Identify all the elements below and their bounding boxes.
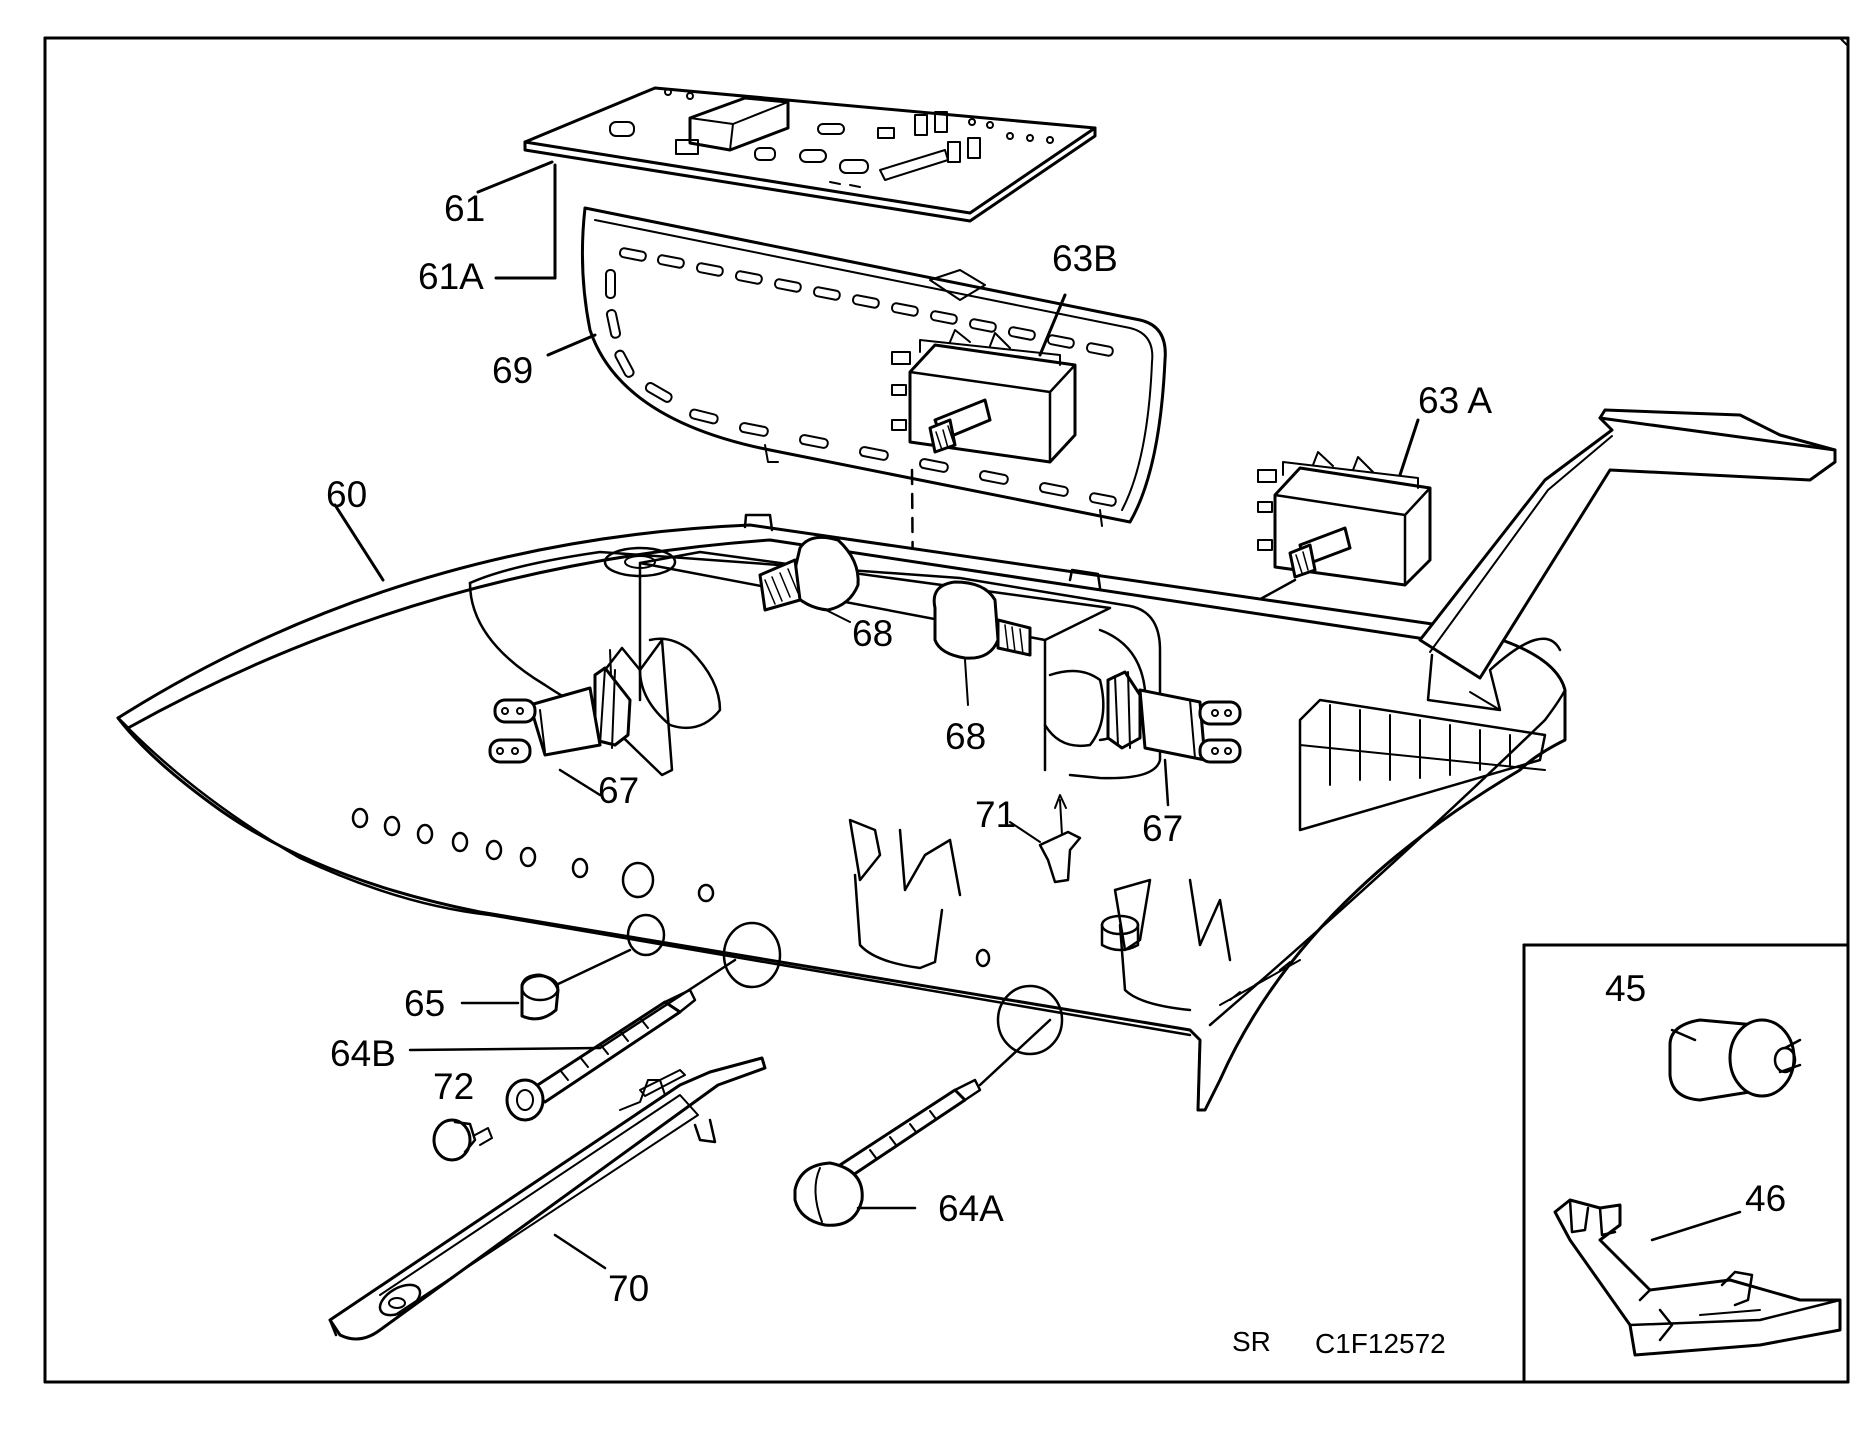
bolt-45 [1668, 1018, 1802, 1102]
callout-70: 70 [608, 1268, 650, 1309]
callout-72: 72 [433, 1066, 475, 1107]
callout-63B: 63B [1052, 238, 1118, 279]
knob-rod-64A [793, 1018, 1052, 1227]
callout-68-lower: 68 [945, 716, 987, 757]
callout-65: 65 [404, 983, 446, 1024]
rod-64B [408, 958, 737, 1122]
code-prefix: SR [1232, 1326, 1271, 1357]
callout-61: 61 [444, 188, 486, 229]
switch-63B [891, 329, 1077, 464]
leader-63B [1038, 293, 1067, 357]
inset-frame [1522, 943, 1850, 1384]
lamp-holder-67-right [1106, 670, 1242, 807]
circuit-board [523, 86, 1097, 223]
callout-68-upper: 68 [852, 613, 894, 654]
leader-69 [546, 333, 597, 357]
callout-67-left: 67 [598, 770, 640, 811]
lamp-68-lower [932, 580, 1032, 706]
callout-71: 71 [975, 794, 1017, 835]
leader-60 [333, 503, 385, 582]
lamp-holder-67-left [488, 666, 632, 797]
slider-bar-70 [328, 1056, 767, 1341]
callout-63A: 63 A [1418, 380, 1493, 421]
plug-65 [460, 948, 632, 1021]
callout-60: 60 [326, 474, 368, 515]
callout-64B: 64B [330, 1033, 396, 1074]
leader-61-61A [476, 160, 557, 280]
switch-63A [1257, 451, 1432, 587]
callout-46: 46 [1745, 1178, 1787, 1219]
drawing-number: C1F12572 [1315, 1328, 1446, 1359]
lamp-68-upper [758, 535, 860, 623]
iron-housing [116, 408, 1837, 1112]
bracket-46 [1553, 1198, 1842, 1357]
clip-71 [1009, 794, 1082, 884]
drawing-frame [43, 36, 1850, 1384]
callout-61A: 61A [418, 256, 484, 297]
callout-67-right: 67 [1142, 808, 1184, 849]
callout-64A: 64A [938, 1188, 1004, 1229]
callout-69: 69 [492, 350, 534, 391]
callout-45: 45 [1605, 968, 1647, 1009]
knob-72 [432, 1118, 493, 1162]
leader-63A [1398, 418, 1420, 477]
